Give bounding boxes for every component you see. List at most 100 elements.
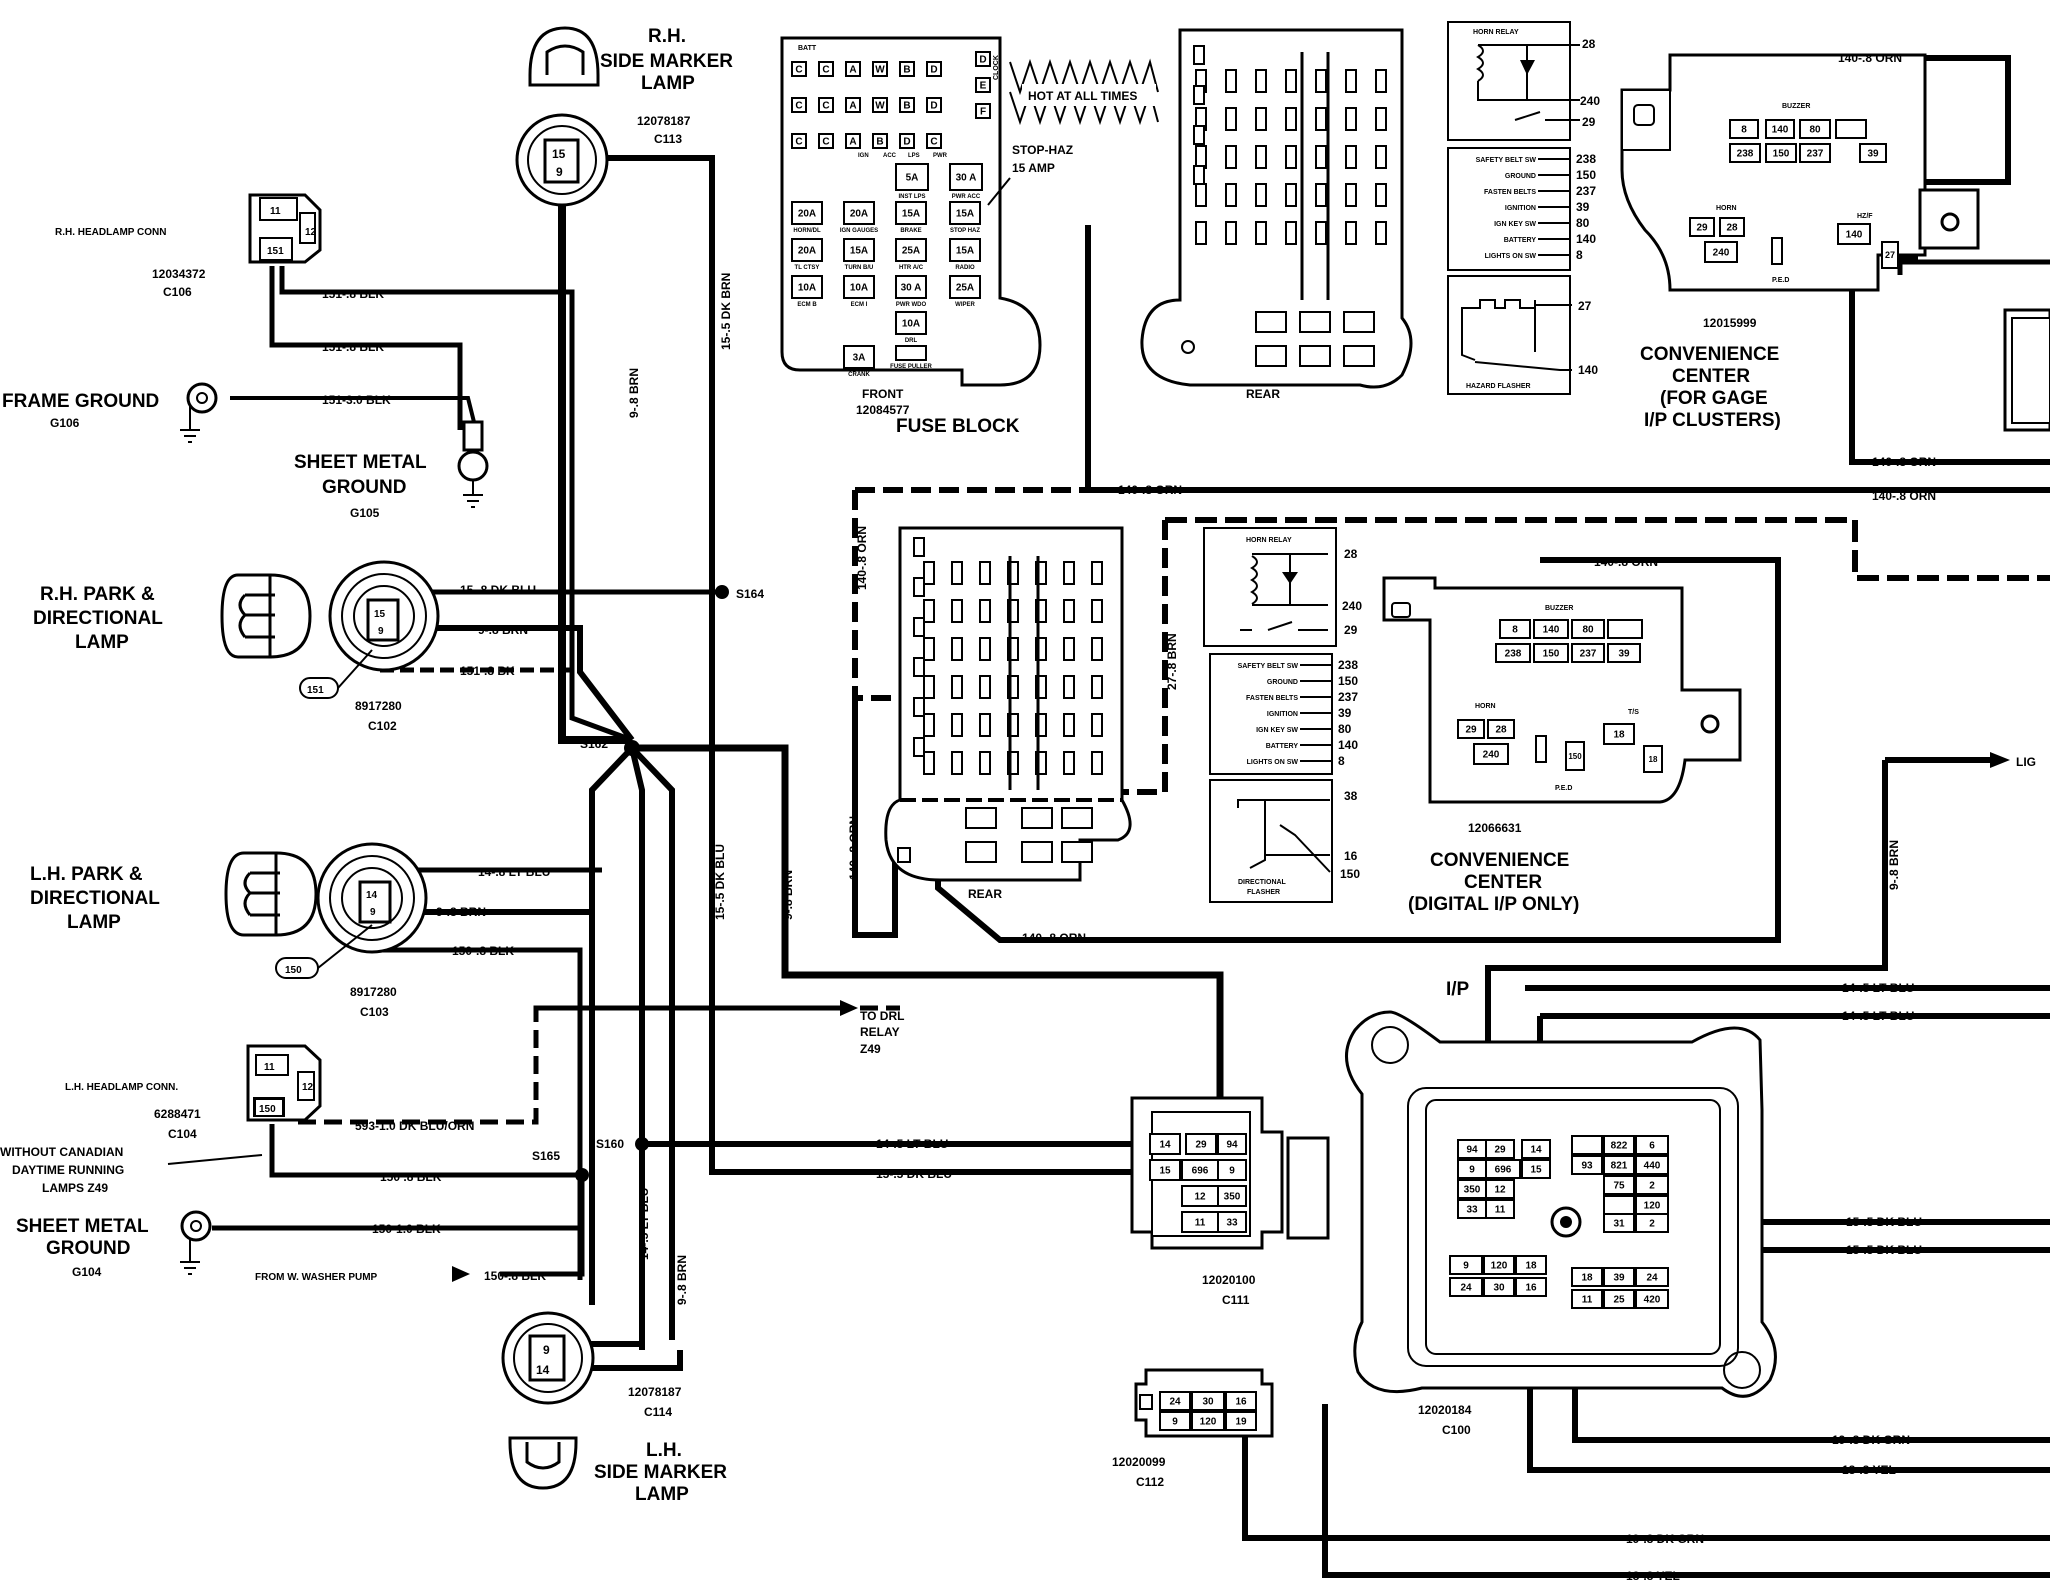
- rear-slot: [1091, 675, 1103, 699]
- rear-relay-slot: [1255, 311, 1287, 333]
- fuse-label: PWR WDO: [896, 302, 927, 308]
- fuse: 20A: [843, 201, 875, 225]
- svg-text:B: B: [876, 137, 883, 148]
- list-label: SAFETY BELT SW: [1476, 157, 1537, 164]
- list-pin: 237: [1338, 690, 1358, 704]
- svg-text:16: 16: [1525, 1283, 1537, 1294]
- rear-slot: [1225, 145, 1237, 169]
- wire-label-140-orn-r1: 140-.8 ORN: [1872, 455, 1936, 469]
- pin-25: 25: [1603, 1289, 1635, 1309]
- drl-arrow-head: [840, 1000, 858, 1016]
- svg-text:FRAME GROUND: FRAME GROUND: [2, 391, 159, 412]
- svg-text:9: 9: [1469, 1165, 1475, 1176]
- svg-text:15A: 15A: [850, 246, 868, 257]
- pin-440: 440: [1635, 1155, 1669, 1175]
- svg-text:E: E: [980, 81, 987, 92]
- rear-slot: [1091, 751, 1103, 775]
- pin-29: 29: [1485, 1139, 1515, 1159]
- rear-slot: [979, 675, 991, 699]
- svg-text:G105: G105: [350, 506, 380, 520]
- svg-text:16: 16: [1344, 849, 1358, 863]
- rear-slot: [897, 847, 911, 863]
- rear-relay-slot: [1061, 807, 1093, 829]
- svg-text:HORN RELAY: HORN RELAY: [1246, 537, 1292, 544]
- rear-relay-slot: [1021, 807, 1053, 829]
- rear-slot: [923, 751, 935, 775]
- svg-text:2: 2: [1649, 1181, 1655, 1192]
- rear-slot: [1035, 561, 1047, 585]
- svg-text:W: W: [875, 101, 885, 112]
- fuse-label: PWR: [933, 153, 948, 159]
- svg-text:DIRECTIONAL: DIRECTIONAL: [1238, 879, 1287, 886]
- svg-text:C: C: [822, 101, 829, 112]
- pin-31: 31: [1603, 1213, 1635, 1233]
- wire-151-8-blk-b: [269, 266, 463, 430]
- rear-slot: [1375, 145, 1387, 169]
- rear-slot: [913, 617, 925, 637]
- svg-text:593-1.0 DK BLU/ORN: 593-1.0 DK BLU/ORN: [355, 1119, 474, 1133]
- svg-text:12015999: 12015999: [1703, 316, 1757, 330]
- svg-text:D: D: [979, 55, 986, 66]
- svg-text:D: D: [930, 101, 937, 112]
- mounting-hole-icon: [1371, 1026, 1409, 1064]
- svg-text:LAMP: LAMP: [635, 1484, 689, 1505]
- svg-text:A: A: [849, 65, 856, 76]
- list-pin: 140: [1576, 232, 1596, 246]
- fuse-label: WIPER: [955, 302, 975, 308]
- fuse-label: BRAKE: [900, 228, 921, 234]
- rear-slot: [1285, 145, 1297, 169]
- pin-2: 2: [1635, 1175, 1669, 1195]
- rear-slot: [1035, 637, 1047, 661]
- svg-text:19: 19: [1235, 1417, 1247, 1428]
- wire-label-19-8-dk-grn-b: 19-.8 DK GRN: [1626, 1532, 1704, 1546]
- svg-text:GROUND: GROUND: [322, 477, 406, 498]
- svg-text:30 A: 30 A: [901, 283, 922, 294]
- rear-slot: [1315, 145, 1327, 169]
- svg-text:L.H.: L.H.: [646, 1440, 682, 1461]
- svg-text:SHEET METAL: SHEET METAL: [16, 1216, 149, 1237]
- pin-140: 140: [1765, 119, 1795, 139]
- fuse-slot: C: [791, 133, 807, 149]
- rear-slot: [1091, 637, 1103, 661]
- fuse-label: IGN: [858, 153, 869, 159]
- rear-slot: [1375, 221, 1387, 245]
- svg-text:FRONT: FRONT: [862, 387, 904, 401]
- svg-text:94: 94: [1466, 1145, 1478, 1156]
- pin-14: 14: [1521, 1139, 1551, 1159]
- wire-label-14-5-lt-blu-r2: 14-.5 LT BLU: [1842, 1009, 1914, 1023]
- pin-29: 29: [1457, 719, 1485, 739]
- rear-slot: [951, 599, 963, 623]
- pin-350: 350: [1457, 1179, 1487, 1199]
- gage-wire-27: [1897, 255, 2050, 275]
- svg-text:REAR: REAR: [968, 887, 1002, 901]
- wire-9-8-brn-rh-marker: [558, 158, 632, 744]
- lh-headlamp-connector: L.H. HEADLAMP CONN. 11 150 12 6288471 C1…: [0, 1044, 474, 1195]
- rear-slot: [1345, 107, 1357, 131]
- svg-text:FLASHER: FLASHER: [1247, 889, 1280, 896]
- fuse: 10A: [791, 275, 823, 299]
- rear-slot: [1255, 69, 1267, 93]
- svg-text:33: 33: [1226, 1218, 1238, 1229]
- pin-237: 237: [1799, 143, 1831, 163]
- svg-text:18: 18: [1649, 755, 1658, 764]
- mounting-hole-icon: [1723, 1351, 1761, 1389]
- svg-text:27: 27: [1885, 250, 1895, 260]
- svg-text:9: 9: [556, 165, 563, 179]
- fuse-slot: D: [899, 133, 915, 149]
- list-pin: 140: [1338, 738, 1358, 752]
- svg-text:80: 80: [1582, 625, 1594, 636]
- rear-slot: [1375, 107, 1387, 131]
- fuse: 30 A: [949, 163, 983, 191]
- pin-240: 240: [1704, 241, 1738, 263]
- svg-text:9-.8 BRN: 9-.8 BRN: [675, 1255, 689, 1305]
- rear-slot: [951, 637, 963, 661]
- svg-text:6: 6: [1649, 1141, 1655, 1152]
- svg-text:151-3.0 BLK: 151-3.0 BLK: [322, 393, 391, 407]
- svg-text:C104: C104: [168, 1127, 197, 1141]
- svg-text:440: 440: [1644, 1161, 1661, 1172]
- svg-text:C112: C112: [1136, 1475, 1164, 1489]
- pin-11: 11: [1181, 1211, 1219, 1233]
- svg-text:SHEET METAL: SHEET METAL: [294, 452, 427, 473]
- svg-text:C114: C114: [644, 1405, 672, 1419]
- svg-text:D: D: [903, 137, 910, 148]
